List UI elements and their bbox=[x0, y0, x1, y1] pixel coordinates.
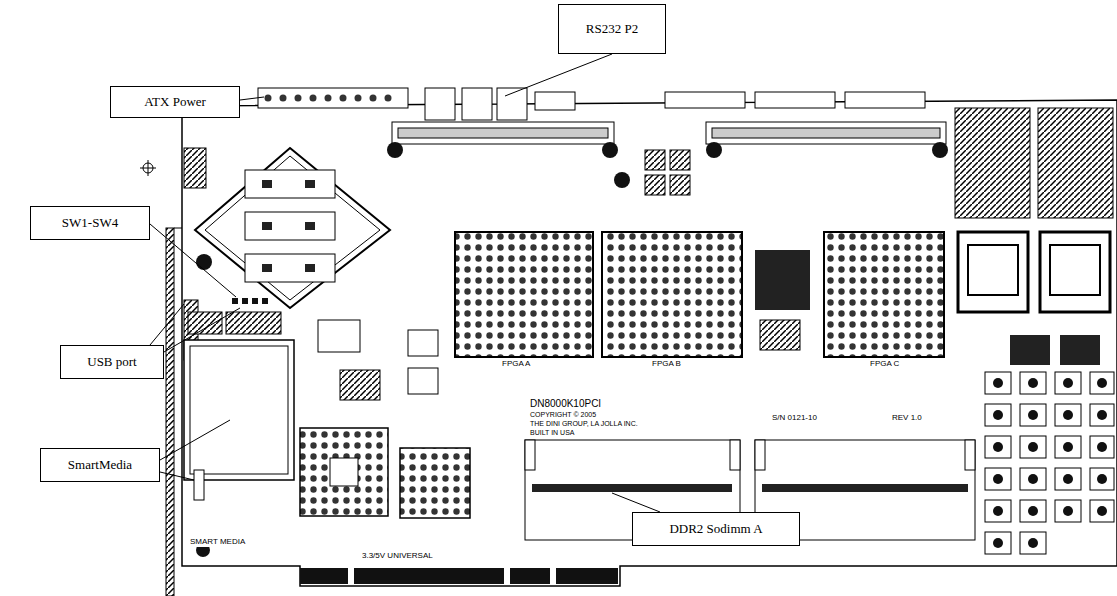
callout-text: ATX Power bbox=[144, 94, 206, 110]
board-label: BUILT IN USA bbox=[528, 429, 576, 437]
callout-text: SW1-SW4 bbox=[62, 215, 118, 231]
callout-box: USB port bbox=[60, 345, 164, 379]
board-label: DN8000K10PCI bbox=[528, 398, 603, 409]
board-label: REV 1.0 bbox=[890, 414, 924, 423]
callout-box: DDR2 Sodimm A bbox=[632, 512, 800, 546]
board-label: COPYRIGHT © 2005 bbox=[528, 411, 598, 419]
board-label: 3.3/5V UNIVERSAL bbox=[360, 552, 435, 561]
board-label: FPGA C bbox=[868, 360, 901, 369]
board-label: FPGA A bbox=[500, 360, 532, 369]
callout-text: SmartMedia bbox=[68, 457, 132, 473]
callout-box: SW1-SW4 bbox=[30, 206, 150, 240]
callout-text: USB port bbox=[87, 354, 136, 370]
callout-text: RS232 P2 bbox=[586, 21, 638, 37]
board-label: FPGA B bbox=[650, 360, 683, 369]
board-label: S/N 0121-10 bbox=[770, 414, 819, 423]
board-label: SMART MEDIA bbox=[188, 538, 247, 547]
callout-box: SmartMedia bbox=[40, 448, 160, 482]
callout-box: RS232 P2 bbox=[558, 4, 666, 54]
board-label: THE DINI GROUP, LA JOLLA INC. bbox=[528, 420, 640, 428]
callout-text: DDR2 Sodimm A bbox=[669, 521, 762, 537]
callout-box: ATX Power bbox=[110, 86, 240, 118]
